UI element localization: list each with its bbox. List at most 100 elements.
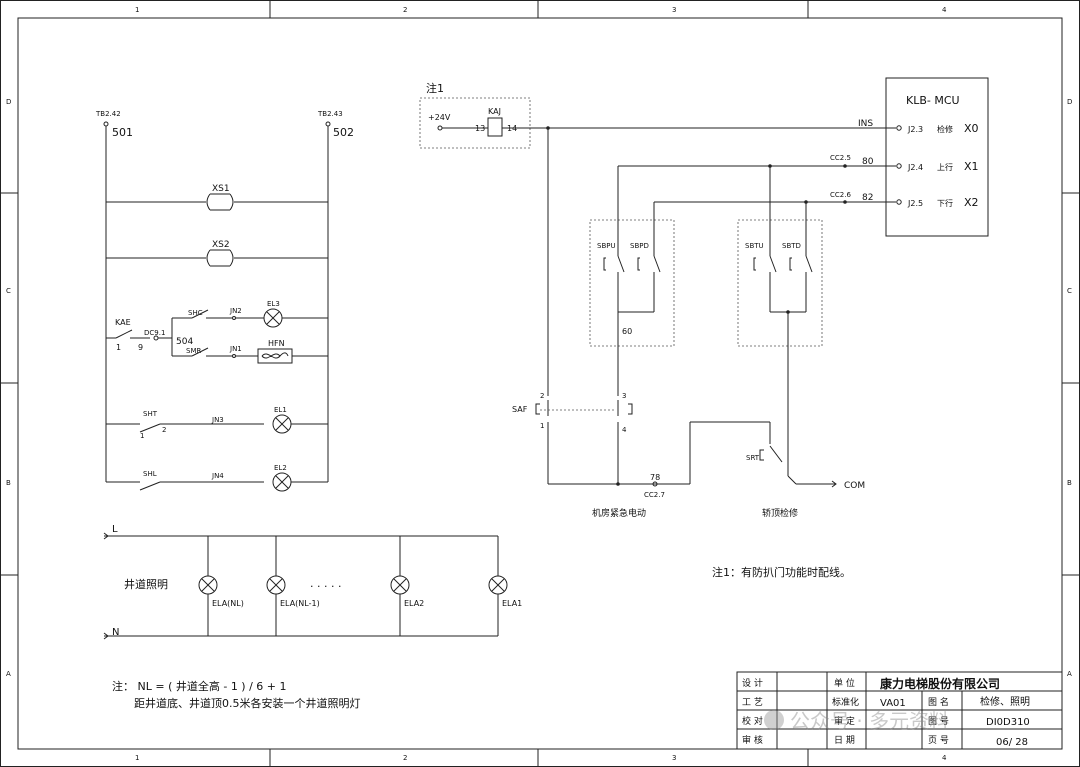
watermark-wechat-icon [764, 710, 784, 730]
lamp-el1-label: EL1 [274, 406, 287, 414]
row-label-b-left: B [6, 479, 11, 487]
shaft-lighting-title: 井道照明 [124, 577, 168, 591]
terminal-502-dot [325, 121, 331, 127]
title-block: 设 计 工 艺 校 对 审 核 单 位 康力电梯股份有限公司 标准化 VA01 … [736, 671, 1063, 750]
conn-cc2-7: CC2.7 [644, 491, 665, 499]
mcu-pin-j2-3: J2.3 [907, 125, 923, 134]
col-label-1-top: 1 [135, 6, 139, 14]
tb-drawing-name-value: 检修、照明 [980, 695, 1030, 708]
socket-xs1-label: XS1 [212, 184, 230, 194]
mcu-x0: X0 [964, 122, 979, 135]
car-top-box [737, 219, 823, 347]
switch-sbpu-label: SBPU [597, 242, 616, 250]
kae-label: KAE [115, 318, 131, 327]
socket-xs1-symbol [206, 193, 234, 211]
left-lighting-circuit: TB2.42 501 TB2.43 502 XS1 XS2 KAE 1 9 DC… [95, 110, 354, 492]
shl-label: SHL [143, 470, 157, 478]
terminal-502-label: 502 [333, 126, 354, 139]
terminal-tb2-42-tag: TB2.42 [95, 110, 121, 118]
col-label-3-bottom: 3 [672, 754, 676, 762]
col-label-4-bottom: 4 [942, 754, 947, 762]
node-60: 60 [622, 327, 632, 336]
wire-82-label: 82 [862, 193, 873, 203]
tb-unit: 单 位 [834, 677, 855, 689]
line-n-label: N [112, 627, 119, 638]
saf-pin4: 4 [622, 426, 627, 434]
caption-machine-room: 机房紧急电动 [592, 507, 646, 519]
sht-pin1: 1 [140, 432, 144, 440]
jn1-label: JN1 [229, 345, 242, 353]
sht-label: SHT [143, 410, 158, 418]
row-label-a-left: A [6, 670, 11, 678]
tb-page: 页 号 [928, 735, 949, 746]
lamp-el2-label: EL2 [274, 464, 287, 472]
lamp-ela1-label: ELA1 [502, 599, 522, 608]
tb-drawing-no: 图 号 [928, 716, 949, 727]
row-label-d-left: D [6, 98, 11, 106]
switch-sbtu [769, 255, 777, 273]
mcu-desc-inspect: 检修 [937, 124, 953, 134]
terminal-501-dot [103, 121, 109, 127]
saf-label: SAF [512, 405, 528, 414]
mcu-title: KLB- MCU [906, 94, 960, 107]
node-504: 504 [176, 337, 193, 347]
tb-design: 设 计 [742, 677, 763, 689]
col-label-1-bottom: 1 [135, 754, 139, 762]
lamp-ela1 [488, 575, 508, 595]
sht-switch [139, 423, 161, 433]
terminal-tb2-43-tag: TB2.43 [317, 110, 343, 118]
tb-process: 工 艺 [742, 697, 763, 708]
mcu-block: KLB- MCU INS J2.3 检修 X0 CC2.5 80 J2.4 上行… [530, 77, 989, 237]
shc-label: SHC [188, 309, 203, 317]
col-label-4-top: 4 [942, 6, 947, 14]
lamp-el3-label: EL3 [267, 300, 280, 308]
tb-standard-value: VA01 [880, 698, 906, 709]
tb-company: 康力电梯股份有限公司 [880, 676, 1000, 691]
col-label-2-top: 2 [403, 6, 407, 14]
relay-dashed-box [419, 97, 531, 149]
inspection-switch-network: SBPU SBPD 60 SBTU SBTD SAF 2 1 [512, 128, 865, 519]
sht-pin2: 2 [162, 426, 166, 434]
tb-standard: 标准化 [832, 696, 859, 708]
mcu-desc-down: 下行 [937, 198, 953, 208]
relay-pin13: 13 [475, 124, 485, 133]
lamp-ela-nl-1 [266, 575, 286, 595]
tb-review: 审 核 [742, 734, 763, 746]
mcu-desc-up: 上行 [937, 162, 953, 172]
note-formula-line2: 距井道底、井道顶0.5米各安装一个井道照明灯 [134, 696, 361, 710]
lamp-ela-nl-1-label: ELA(NL-1) [280, 599, 320, 608]
jn2-label: JN2 [229, 307, 242, 315]
mcu-x1: X1 [964, 160, 979, 173]
switch-sbtd-label: SBTD [782, 242, 801, 250]
shl-switch [139, 481, 161, 491]
tb-drawing-no-value: DI0D310 [986, 717, 1030, 728]
smr-label: SMR [186, 347, 201, 355]
watermark: 公众号 · 多元资料 [764, 709, 949, 733]
terminal-501-label: 501 [112, 126, 133, 139]
line-l-label: L [112, 524, 118, 535]
switch-sbtd [805, 255, 813, 273]
shaft-lighting-dots: · · · · · [310, 580, 341, 593]
lamp-ela2 [390, 575, 410, 595]
socket-xs2-label: XS2 [212, 240, 230, 250]
row-label-c-left: C [6, 287, 11, 295]
switch-sbpd-label: SBPD [630, 242, 649, 250]
row-label-a-right: A [1067, 670, 1072, 678]
saf-pin2: 2 [540, 392, 544, 400]
srt-label: SRT [746, 454, 760, 462]
kae-pin9: 9 [138, 343, 143, 352]
row-label-b-right: B [1067, 479, 1072, 487]
relay-kaj-label: KAJ [488, 107, 501, 116]
smr-switch [191, 347, 209, 357]
note1-label: 注1 [426, 81, 444, 95]
mcu-pin-j2-5: J2.5 [907, 199, 923, 208]
mcu-pin-j2-4: J2.4 [907, 163, 923, 172]
switch-sbpd [653, 255, 661, 273]
jn4-label: JN4 [211, 472, 224, 480]
row-label-d-right: D [1067, 98, 1072, 106]
lamp-ela-nl-label: ELA(NL) [212, 599, 244, 608]
caption-car-top: 轿顶检修 [762, 507, 798, 519]
col-label-2-bottom: 2 [403, 754, 407, 762]
